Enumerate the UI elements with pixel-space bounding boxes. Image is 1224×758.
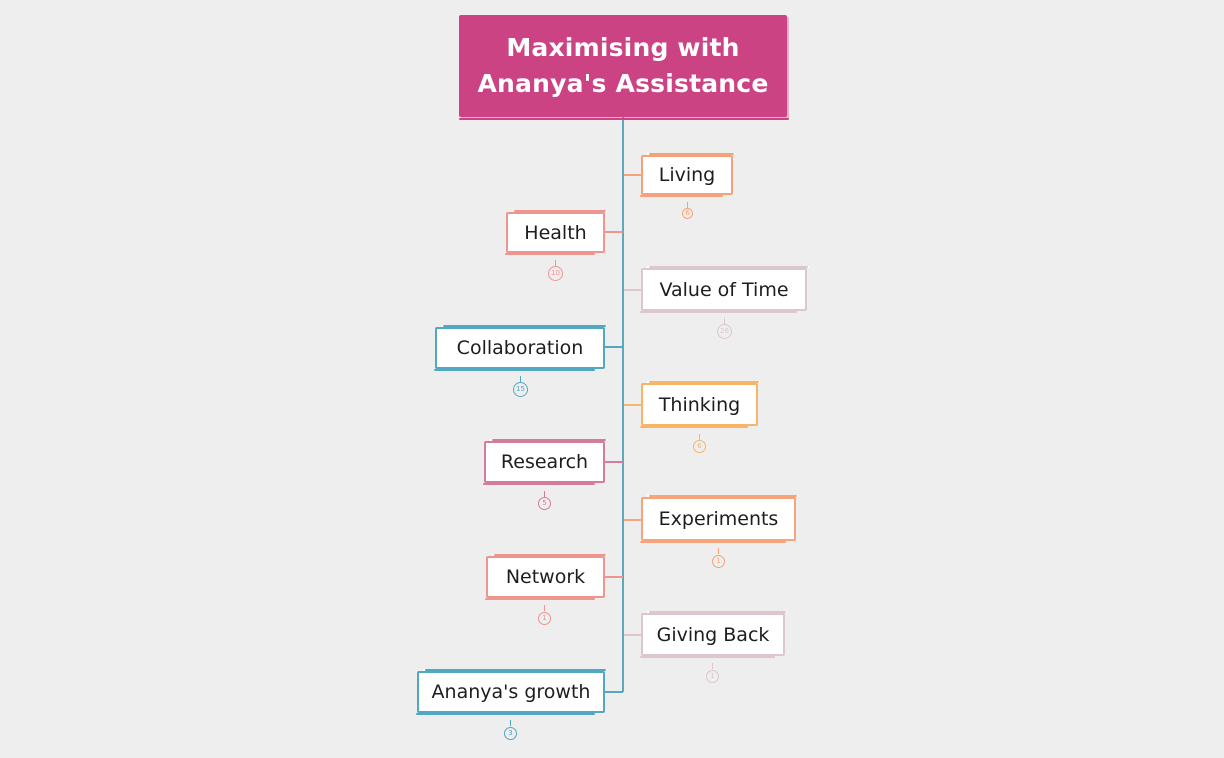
connector-thinking <box>624 404 642 406</box>
badge-stem-thinking <box>699 434 700 440</box>
sketch-stroke <box>640 656 775 658</box>
sketch-stroke <box>649 381 759 383</box>
topic-label: Health <box>524 221 587 244</box>
sketch-stroke <box>640 426 748 428</box>
topic-network[interactable]: Network <box>485 554 607 600</box>
sketch-stroke <box>485 598 595 600</box>
sketch-stroke <box>640 311 797 313</box>
topic-ananyas-growth[interactable]: Ananya's growth <box>416 669 607 715</box>
count-badge-research[interactable]: 5 <box>538 497 551 510</box>
sketch-stroke <box>649 611 786 613</box>
sketch-stroke <box>434 369 595 371</box>
count-badge-living[interactable]: 6 <box>682 208 693 219</box>
sketch-stroke <box>640 541 786 543</box>
badge-stem-giving-back <box>712 663 713 669</box>
topic-label: Ananya's growth <box>431 681 591 703</box>
central-topic-line-2: Ananya's Assistance <box>477 69 769 98</box>
topic-label: Experiments <box>658 508 779 530</box>
topic-experiments[interactable]: Experiments <box>640 495 798 543</box>
topic-label: Value of Time <box>659 278 789 301</box>
badge-stem-health <box>555 260 556 266</box>
sketch-stroke <box>494 554 606 556</box>
central-topic[interactable]: Maximising with Ananya's Assistance <box>459 15 789 120</box>
topic-label: Research <box>500 451 589 473</box>
count-badge-health[interactable]: 10 <box>548 266 563 281</box>
connector-research <box>605 461 623 463</box>
count-badge-collaboration[interactable]: 15 <box>513 382 528 397</box>
connector-ananyas-growth <box>605 691 623 693</box>
topic-research[interactable]: Research <box>483 439 607 485</box>
badge-stem-collaboration <box>520 376 521 382</box>
central-spine <box>622 117 624 692</box>
topic-label: Giving Back <box>656 623 770 646</box>
connector-experiments <box>624 519 642 521</box>
topic-label: Thinking <box>658 393 741 416</box>
sketch-stroke <box>483 483 595 485</box>
topic-living[interactable]: Living <box>640 153 735 197</box>
topic-health[interactable]: Health <box>505 210 607 255</box>
badge-stem-network <box>544 605 545 611</box>
sketch-stroke <box>492 439 606 441</box>
sketch-stroke <box>443 325 606 327</box>
sketch-stroke <box>416 713 595 715</box>
topic-giving-back[interactable]: Giving Back <box>640 611 787 658</box>
connector-living <box>624 174 642 176</box>
count-badge-thinking[interactable]: 6 <box>693 440 706 453</box>
topic-collaboration[interactable]: Collaboration <box>434 325 607 371</box>
sketch-stroke <box>425 669 606 671</box>
connector-health <box>605 231 623 233</box>
badge-stem-value-of-time <box>724 318 725 324</box>
connector-giving-back <box>624 634 642 636</box>
count-badge-ananyas-growth[interactable]: 3 <box>504 727 517 740</box>
sketch-stroke <box>505 253 595 255</box>
topic-thinking[interactable]: Thinking <box>640 381 760 428</box>
count-badge-giving-back[interactable]: 1 <box>706 670 719 683</box>
sketch-stroke <box>649 153 734 155</box>
count-badge-network[interactable]: 1 <box>538 612 551 625</box>
badge-stem-research <box>544 491 545 497</box>
badge-stem-experiments <box>718 548 719 554</box>
connector-network <box>605 576 623 578</box>
sketch-stroke <box>514 210 606 212</box>
topic-label: Network <box>505 566 586 588</box>
sketch-stroke <box>649 266 808 268</box>
sketch-stroke <box>640 195 723 197</box>
connector-value-of-time <box>624 289 642 291</box>
badge-stem-living <box>687 202 688 208</box>
count-badge-experiments[interactable]: 1 <box>712 555 725 568</box>
topic-label: Collaboration <box>456 337 584 359</box>
central-topic-line-1: Maximising with <box>506 33 740 62</box>
badge-stem-ananyas-growth <box>510 720 511 726</box>
connector-collaboration <box>605 346 623 348</box>
topic-label: Living <box>658 164 716 186</box>
count-badge-value-of-time[interactable]: 26 <box>717 324 732 339</box>
sketch-stroke <box>649 495 797 497</box>
topic-value-of-time[interactable]: Value of Time <box>640 266 809 313</box>
